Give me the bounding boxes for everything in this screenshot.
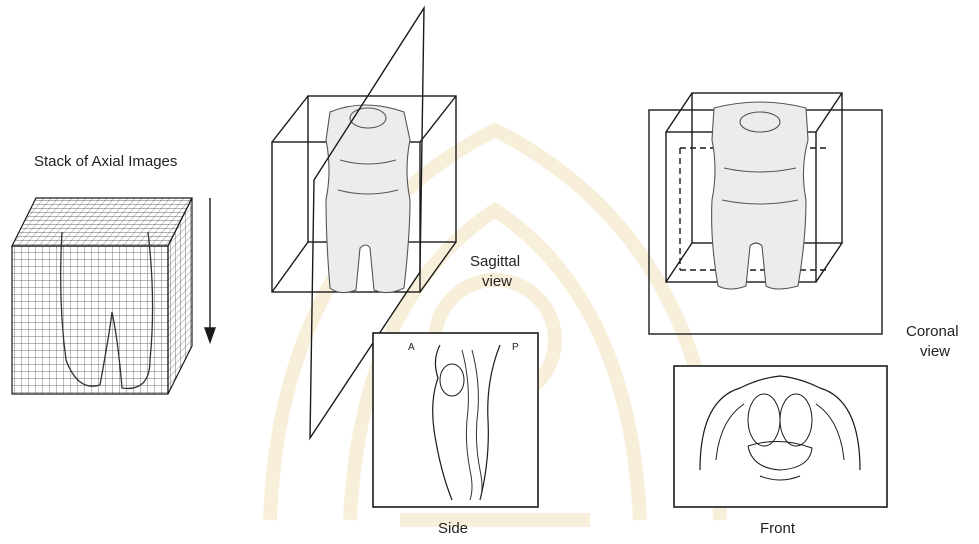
sagittal-view-label-line2: view [482, 272, 512, 291]
slice-direction-arrow [205, 198, 215, 342]
side-inset [373, 333, 538, 507]
front-view-label: Front [760, 519, 795, 538]
sagittal-view-label-line1: Sagittal [470, 252, 520, 271]
axial-stack-cube [12, 198, 192, 394]
side-view-label: Side [438, 519, 468, 538]
side-inset-label-p: P [512, 342, 519, 353]
coronal-torso-drawing [712, 102, 808, 289]
front-inset [674, 366, 887, 507]
sagittal-torso-drawing [326, 105, 410, 293]
side-inset-label-a: A [408, 342, 415, 353]
coronal-view-label-line2: view [920, 342, 950, 361]
coronal-view-label-line1: Coronal [906, 322, 959, 341]
axial-stack-label: Stack of Axial Images [34, 152, 177, 171]
